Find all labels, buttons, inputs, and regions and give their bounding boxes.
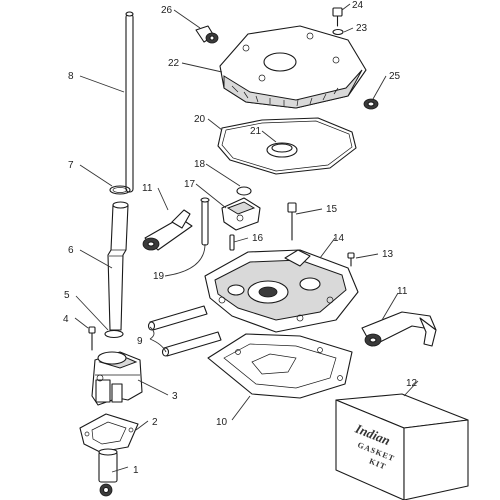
- callout-18: 18: [194, 159, 206, 170]
- callout-11-right: 11: [397, 286, 408, 297]
- part-11-rocker-arm-left: [142, 209, 193, 251]
- part-23-washer: [332, 28, 344, 36]
- part-22-rocker-cover: [219, 25, 367, 109]
- callout-6: 6: [68, 245, 74, 256]
- part-7-o-ring: [109, 185, 131, 195]
- callout-5: 5: [64, 290, 70, 301]
- leader-lines: [74, 3, 419, 473]
- part-16-dowel: [229, 234, 235, 251]
- part-9-rods: [147, 305, 222, 357]
- callout-11-left: 11: [142, 183, 153, 194]
- callout-16: 16: [252, 233, 264, 244]
- callout-26: 26: [161, 5, 173, 16]
- callout-24: 24: [352, 0, 364, 11]
- callout-19: 19: [153, 271, 165, 282]
- part-21-seal-ring: [266, 142, 298, 158]
- part-14-rocker-box: [204, 249, 359, 333]
- callout-23: 23: [356, 23, 368, 34]
- callout-12: 12: [406, 378, 418, 389]
- part-15-screw: [287, 202, 297, 241]
- part-5-o-ring: [104, 329, 124, 339]
- callout-4: 4: [63, 314, 69, 325]
- callout-1: 1: [133, 465, 139, 476]
- part-8-pushrod: [125, 11, 134, 193]
- callout-3: 3: [172, 391, 178, 402]
- callout-9: 9: [137, 336, 143, 347]
- callout-17: 17: [184, 179, 196, 190]
- part-11-rocker-arm-right: [361, 311, 437, 347]
- part-20-cover-gasket: [217, 117, 357, 175]
- callout-20: 20: [194, 114, 206, 125]
- part-1-tappet: [98, 448, 118, 497]
- part-24-bolt: [332, 7, 343, 27]
- part-2-lifter-gasket: [79, 413, 139, 453]
- callout-numbers: 1 2 3 4 5 6 7 8 9 10 11 11 12 13 14 15 1…: [63, 0, 418, 476]
- callout-10: 10: [216, 417, 228, 428]
- part-19-rocker-shaft: [200, 197, 210, 246]
- part-25-plug: [363, 98, 379, 110]
- part-18-seal: [236, 186, 252, 196]
- part-13-screw: [347, 252, 355, 267]
- part-6-pushrod-tube: [107, 201, 129, 331]
- callout-8: 8: [68, 71, 74, 82]
- callout-2: 2: [152, 417, 158, 428]
- part-26-fitting: [195, 25, 219, 44]
- callout-15: 15: [326, 204, 338, 215]
- callout-21: 21: [250, 126, 262, 137]
- callout-14: 14: [333, 233, 345, 244]
- part-3-lifter-block: [91, 351, 143, 406]
- callout-25: 25: [389, 71, 401, 82]
- part-4-bolt: [88, 326, 96, 351]
- part-12-gasket-kit-box: Indian GASKET KIT: [335, 393, 469, 500]
- part-17-bracket: [221, 197, 261, 231]
- callout-13: 13: [382, 249, 394, 260]
- callout-22: 22: [168, 58, 180, 69]
- callout-7: 7: [68, 160, 74, 171]
- part-10-base-gasket: [207, 333, 353, 399]
